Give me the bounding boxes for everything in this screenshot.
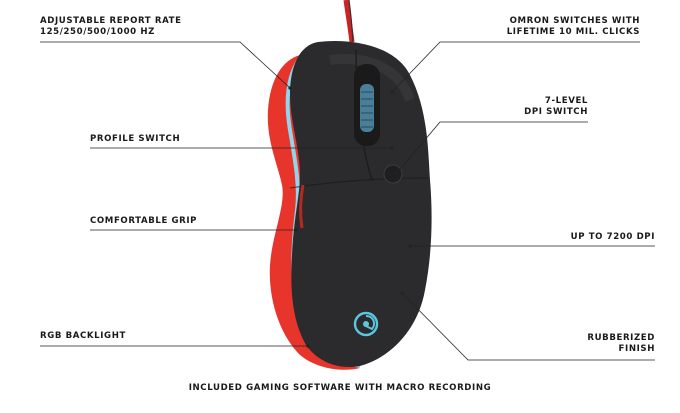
callout-grip: COMFORTABLE GRIP — [90, 216, 198, 226]
callout-profile-switch: PROFILE SWITCH — [90, 134, 181, 144]
callout-switches-line1: OMRON SWITCHES WITH — [509, 16, 640, 26]
callout-dpi-switch-line1: 7-LEVEL — [544, 96, 588, 106]
genesis-g-logo-icon — [353, 311, 379, 337]
mouse-body — [290, 40, 432, 368]
callout-dpi: UP TO 7200 DPI — [570, 232, 655, 242]
mouse-cable — [343, 0, 355, 43]
dpi-button[interactable] — [383, 164, 403, 184]
footer-caption: INCLUDED GAMING SOFTWARE WITH MACRO RECO… — [188, 383, 492, 393]
callout-finish-line2: FINISH — [618, 344, 655, 354]
side-button[interactable] — [299, 184, 305, 229]
callout-rgb: RGB BACKLIGHT — [40, 331, 126, 341]
callout-dpi-switch-line2: DPI SWITCH — [524, 107, 588, 117]
callout-lines — [40, 41, 655, 361]
callout-dpi-switch: 7-LEVEL DPI SWITCH — [524, 96, 588, 118]
callout-report-rate: ADJUSTABLE REPORT RATE 125/250/500/1000 … — [40, 16, 182, 38]
callout-report-rate-line2: 125/250/500/1000 HZ — [40, 27, 155, 37]
callout-switches-line2: LIFETIME 10 MIL. CLICKS — [506, 27, 640, 37]
callout-switches: OMRON SWITCHES WITH LIFETIME 10 MIL. CLI… — [507, 16, 640, 38]
scroll-wheel[interactable] — [360, 84, 374, 132]
callout-finish-line1: RUBBERIZED — [587, 333, 655, 343]
callout-report-rate-line1: ADJUSTABLE REPORT RATE — [40, 16, 182, 26]
callout-finish: RUBBERIZED FINISH — [587, 333, 655, 355]
